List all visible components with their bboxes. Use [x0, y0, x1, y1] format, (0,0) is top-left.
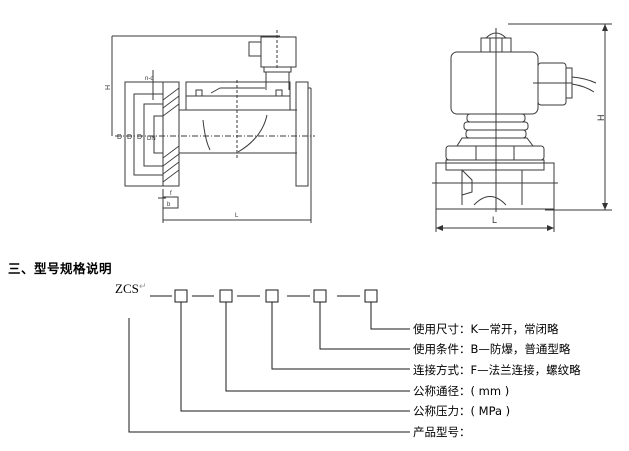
dim-b-box [162, 196, 179, 209]
leader-slot-2 [225, 302, 410, 392]
model-prefix: ZCS↵ [115, 281, 146, 297]
diaphragm-seat [473, 196, 507, 206]
leader-slot-4 [319, 302, 410, 350]
label-f: f [170, 191, 172, 197]
bolt-right [275, 89, 283, 97]
threaded-valve-dim-labels: H L [492, 115, 606, 226]
leader-slot-3 [271, 302, 410, 370]
bonnet-flange [445, 145, 545, 161]
wire-1 [571, 76, 597, 84]
dim-DN [153, 115, 163, 154]
legend-usage-condition: 使用条件：B—防爆，普通型略 [413, 342, 571, 356]
model-slot-4 [313, 289, 327, 303]
flanged-valve-dim-labels: H D D D DN n-d f b L [105, 76, 239, 219]
legend-connection-type: 连接方式：F—法兰连接，螺纹略 [413, 363, 581, 377]
body-curve-left [202, 119, 211, 151]
legend-nominal-diameter: 公称通径：( mm ) [413, 384, 510, 398]
legend-nominal-pressure: 公称压力：( MPa ) [413, 404, 511, 418]
label-H-right: H [596, 115, 606, 122]
model-slot-1 [174, 289, 188, 303]
label-H-left: H [105, 85, 112, 90]
return-mark-icon: ↵ [138, 281, 147, 291]
legend-product-model: 产品型号： [413, 425, 471, 439]
coil-connector [248, 41, 262, 57]
leader-slot-1 [180, 302, 410, 412]
label-nd: n-d [145, 76, 154, 82]
flanged-valve-drawing [111, 30, 315, 223]
inlet-port [461, 169, 473, 196]
model-slot-3 [265, 289, 279, 303]
coil [450, 51, 539, 115]
dim-D-raise [143, 103, 163, 167]
bonnet-lower [185, 95, 291, 111]
label-DN: DN [147, 136, 156, 142]
label-L-right: L [492, 215, 497, 225]
left-flange-hatch [162, 87, 180, 183]
coil-base [263, 66, 292, 73]
right-flange [295, 81, 309, 187]
coil-terminal-box [537, 62, 567, 106]
model-code-diagram [128, 289, 410, 433]
label-D-raise: D [137, 134, 142, 141]
model-prefix-text: ZCS [115, 281, 139, 296]
bonnet-flange-lower [445, 159, 545, 171]
dim-D-bolt [133, 93, 163, 176]
model-slot-2 [219, 289, 233, 303]
section-title: 三、型号规格说明 [8, 261, 113, 276]
wire-2 [571, 83, 595, 93]
threaded-valve-arrows [436, 24, 608, 231]
model-slot-5 [364, 289, 378, 303]
bolt-left [195, 89, 203, 97]
bonnet-slope [210, 87, 221, 94]
legend-usage-size: 使用尺寸：K—常开，常闭略 [413, 322, 559, 336]
leader-slot-5 [370, 302, 410, 330]
left-flange [162, 81, 180, 187]
label-b: b [167, 202, 171, 208]
label-L-left: L [235, 213, 239, 219]
coil-block [260, 36, 297, 68]
body-curve-right [237, 114, 268, 153]
threaded-valve-drawing [432, 23, 612, 232]
label-D-outer: D [117, 134, 122, 141]
label-D-bolt: D [127, 134, 132, 141]
leader-prefix [128, 318, 410, 433]
bonnet-top [456, 137, 534, 147]
dim-D-outer [124, 81, 163, 187]
valve-body [435, 162, 555, 210]
